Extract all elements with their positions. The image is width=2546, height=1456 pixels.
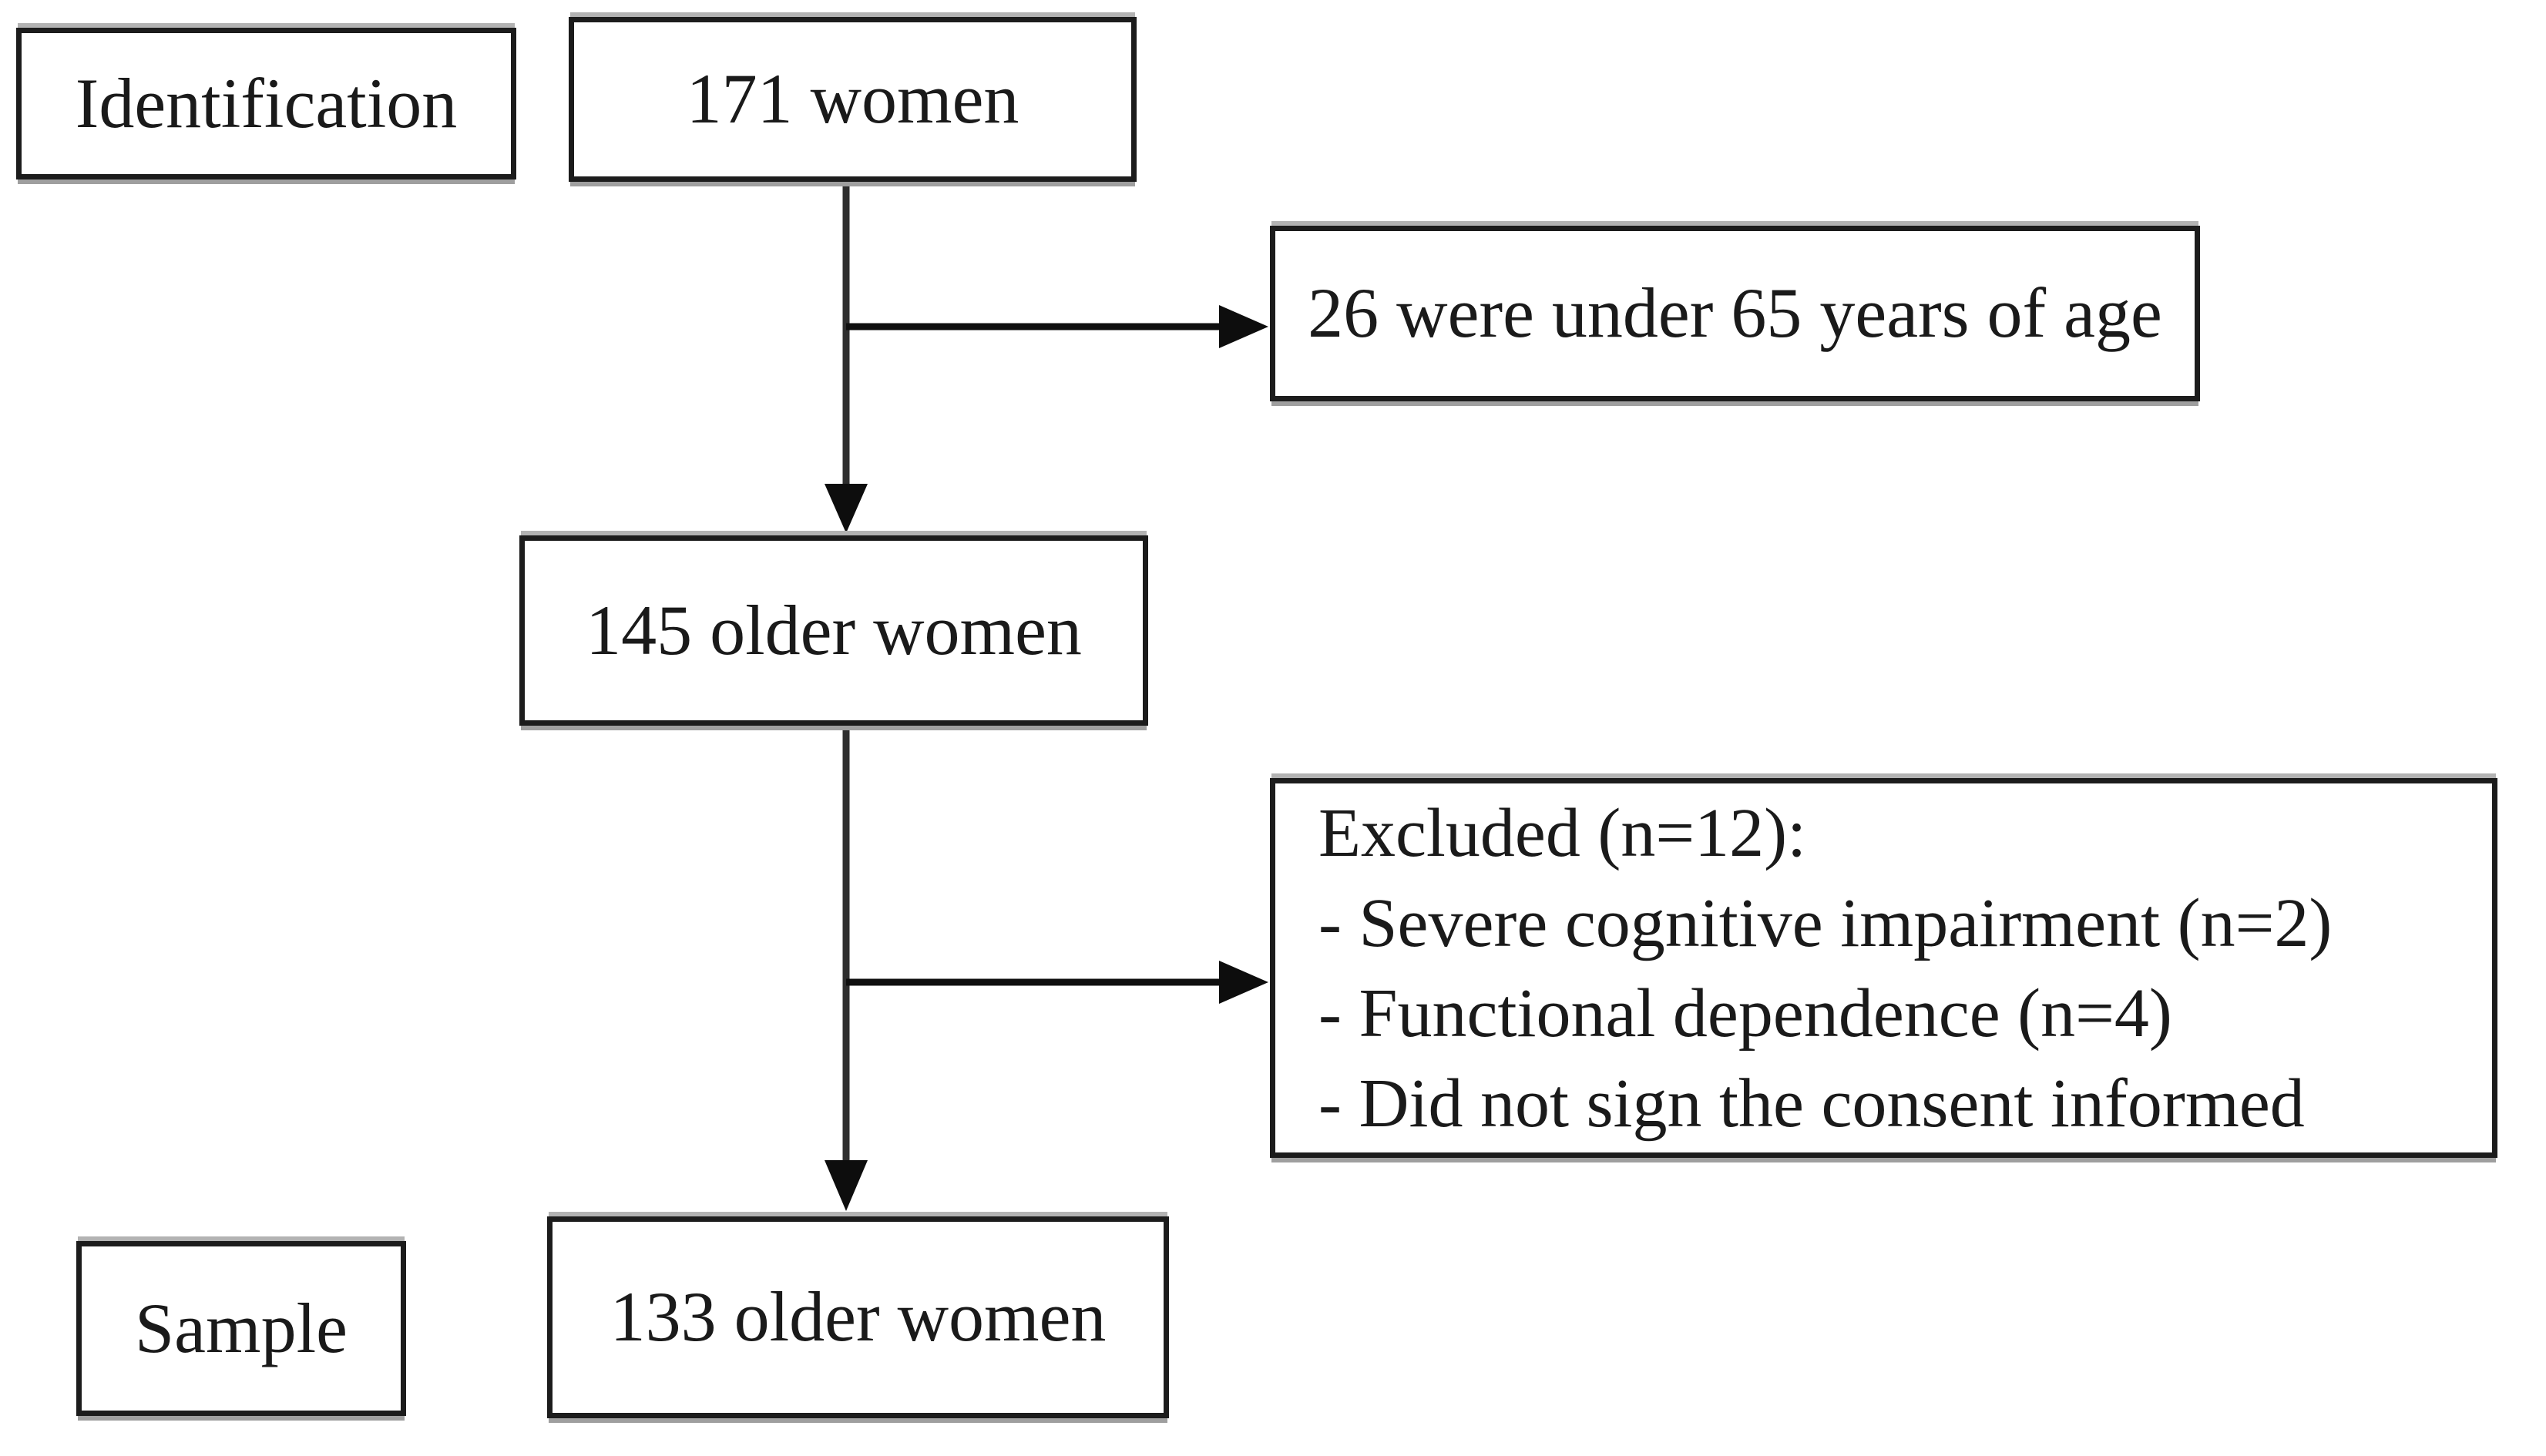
exclusion-item: - Functional dependence (n=4) <box>1318 975 2172 1052</box>
exclusion-item: - Did not sign the consent informed <box>1318 1065 2305 1142</box>
arrowhead-right-to-excluded <box>1219 961 1268 1004</box>
node-133-older-women: 133 older women <box>547 1216 1169 1418</box>
exclusion-title: Excluded (n=12): <box>1318 794 1807 871</box>
node-excluded-under-65: 26 were under 65 years of age <box>1270 226 2200 401</box>
node-excluded-under-65-label: 26 were under 65 years of age <box>1308 273 2162 353</box>
stage-label-identification-text: Identification <box>75 63 458 143</box>
arrowhead-down-to-eligible <box>825 484 868 533</box>
arrowhead-right-to-under65 <box>1219 305 1268 348</box>
stage-label-sample: Sample <box>76 1241 406 1416</box>
node-133-older-women-label: 133 older women <box>610 1277 1107 1357</box>
node-171-women-label: 171 women <box>686 59 1019 139</box>
node-171-women: 171 women <box>569 17 1137 182</box>
exclusion-item: - Severe cognitive impairment (n=2) <box>1318 884 2333 961</box>
arrowhead-down-to-final <box>825 1160 868 1211</box>
stage-label-sample-text: Sample <box>135 1288 348 1367</box>
stage-label-identification: Identification <box>16 28 516 179</box>
node-145-older-women-label: 145 older women <box>586 590 1082 669</box>
node-excluded-n12: Excluded (n=12): - Severe cognitive impa… <box>1270 778 2497 1158</box>
node-145-older-women: 145 older women <box>519 535 1148 726</box>
